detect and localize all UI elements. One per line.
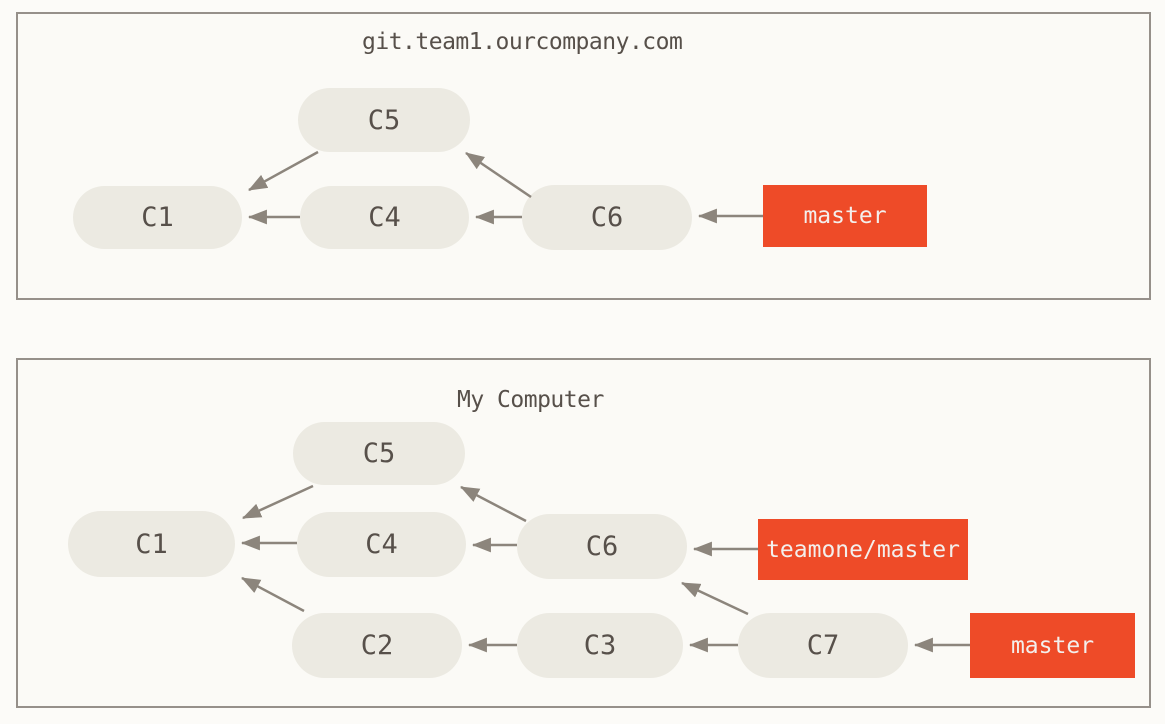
commit-label: C4 bbox=[365, 529, 398, 560]
commit-label: C7 bbox=[806, 630, 840, 661]
commit-node-c3-local: C3 bbox=[517, 613, 683, 678]
commit-node-c5-local: C5 bbox=[293, 422, 465, 485]
branch-label-text: teamone/master bbox=[766, 536, 960, 563]
commit-node-c5-server: C5 bbox=[298, 88, 470, 152]
server-panel-title: git.team1.ourcompany.com bbox=[362, 29, 683, 55]
commit-node-c6-server: C6 bbox=[522, 185, 692, 250]
branch-label-teamone-master: teamone/master bbox=[758, 519, 968, 580]
commit-node-c7-local: C7 bbox=[738, 613, 908, 678]
branch-label-master-server: master bbox=[763, 185, 927, 247]
commit-label: C6 bbox=[585, 531, 619, 562]
commit-label: C1 bbox=[135, 528, 168, 560]
commit-node-c2-local: C2 bbox=[292, 613, 462, 678]
commit-label: C5 bbox=[362, 438, 396, 469]
branch-label-master-local: master bbox=[970, 613, 1135, 678]
commit-node-c1-server: C1 bbox=[73, 186, 242, 249]
repo-panel-server bbox=[16, 12, 1151, 300]
commit-label: C6 bbox=[590, 202, 624, 233]
local-panel-title: My Computer bbox=[457, 387, 604, 413]
branch-label-text: master bbox=[803, 203, 887, 229]
commit-node-c4-server: C4 bbox=[300, 186, 469, 249]
commit-node-c6-local: C6 bbox=[517, 514, 687, 579]
commit-node-c1-local: C1 bbox=[68, 511, 235, 577]
commit-label: C2 bbox=[360, 630, 394, 661]
commit-label: C4 bbox=[368, 202, 401, 233]
commit-label: C1 bbox=[141, 202, 174, 233]
branch-label-text: master bbox=[1010, 632, 1095, 659]
commit-label: C5 bbox=[367, 104, 401, 136]
commit-label: C3 bbox=[583, 630, 617, 661]
commit-node-c4-local: C4 bbox=[297, 512, 466, 577]
